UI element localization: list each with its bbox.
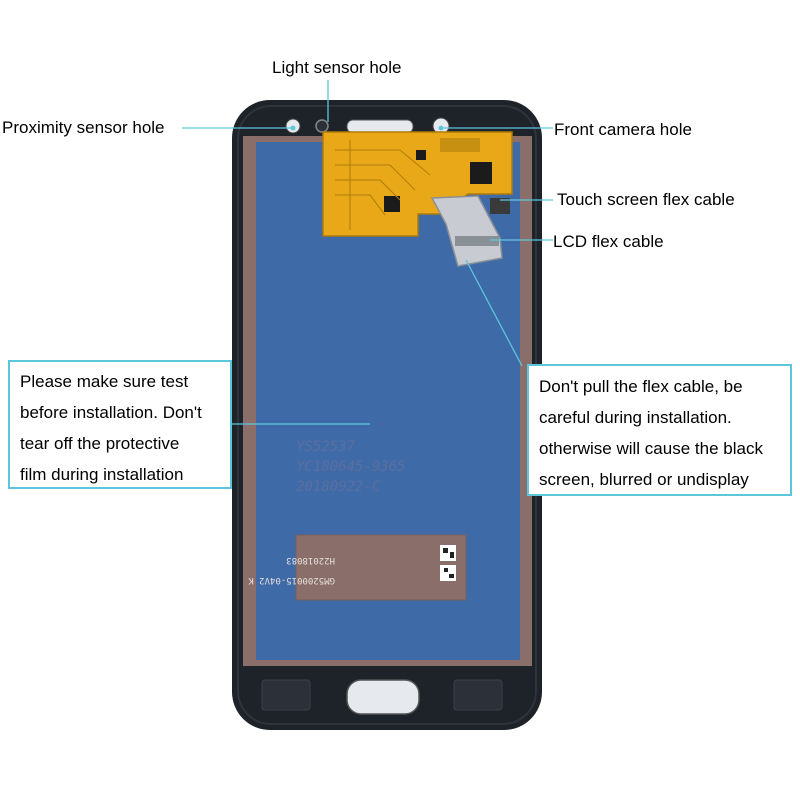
note-right-line-2: careful during installation. xyxy=(539,408,732,427)
label-front-camera-hole: Front camera hole xyxy=(554,120,692,139)
lcd-panel-edge-right xyxy=(520,138,532,662)
leader-dot-proximity xyxy=(290,125,296,131)
recent-apps-key xyxy=(261,679,311,711)
panel-sticker xyxy=(295,534,467,601)
flex-chip-1 xyxy=(470,162,492,184)
note-right-line-4: screen, blurred or undisplay xyxy=(539,470,749,489)
lcd-flex-cable xyxy=(430,195,503,267)
note-left-line-1: Please make sure test xyxy=(20,372,189,391)
note-right-line-3: otherwise will cause the black xyxy=(539,439,763,458)
note-flex-cable-caution: Don't pull the flex cable, be careful du… xyxy=(527,364,792,496)
flex-traces xyxy=(335,140,431,230)
home-button xyxy=(346,679,420,715)
sticker-text-1: H22018083 xyxy=(286,555,335,565)
flex-chip-2 xyxy=(384,196,400,212)
earpiece-slot xyxy=(346,119,414,134)
note-left-line-4: film during installation xyxy=(20,465,184,484)
light-sensor-hole xyxy=(315,119,329,133)
touch-flex-tab xyxy=(490,198,510,214)
leader-flex-note xyxy=(465,259,523,367)
note-left-line-2: before installation. Don't xyxy=(20,403,202,422)
note-test-before-install: Please make sure test before installatio… xyxy=(8,360,232,489)
panel-code-3: 20180922-C xyxy=(296,479,381,495)
leader-dot-front-camera xyxy=(438,125,444,131)
panel-code-2: YC180645-9365 xyxy=(296,459,406,475)
label-touch-screen-flex-cable: Touch screen flex cable xyxy=(557,190,735,209)
note-right-line-1: Don't pull the flex cable, be xyxy=(539,377,743,396)
sticker-qr-code xyxy=(440,545,456,581)
flex-chip-3 xyxy=(416,150,426,160)
panel-code-1: YS52537 xyxy=(296,439,356,455)
label-proximity-sensor-hole: Proximity sensor hole xyxy=(2,118,165,137)
flex-component xyxy=(440,138,480,152)
label-lcd-flex-cable: LCD flex cable xyxy=(553,232,664,251)
label-light-sensor-hole: Light sensor hole xyxy=(272,58,402,77)
sticker-text-2: GM5200015-04V2 K xyxy=(248,575,335,585)
lcd-panel-edge-left xyxy=(243,138,256,662)
note-left-line-3: tear off the protective xyxy=(20,434,180,453)
lcd-flex-connector xyxy=(455,236,499,246)
lcd-panel-edge-bottom xyxy=(243,660,532,666)
back-key xyxy=(453,679,503,711)
